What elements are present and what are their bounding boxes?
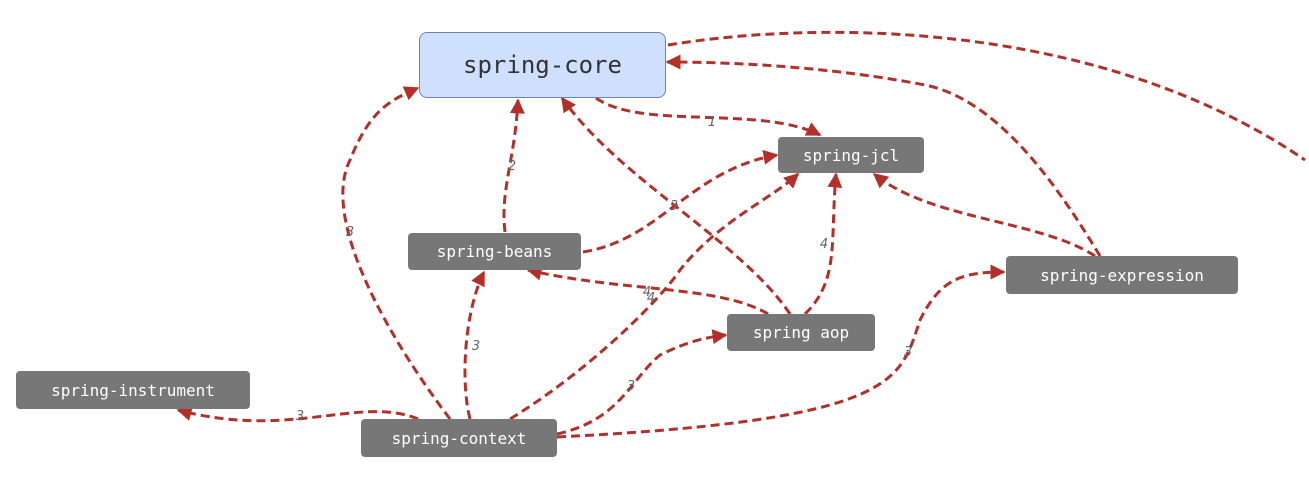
edge-label-context-to-expression: 3	[904, 345, 912, 360]
node-label: spring-context	[391, 428, 527, 448]
edge-label-core-to-jcl: 1	[708, 115, 716, 130]
edge-expression-to-jcl	[872, 172, 1096, 258]
edges-layer	[176, 30, 1306, 439]
edge-label-context-to-core: 3	[346, 225, 354, 240]
edge-label-context-to-instrument: 3	[296, 409, 304, 424]
edge-label-aop-to-jcl: 4	[820, 237, 828, 252]
edge-context-to-jcl	[509, 172, 800, 421]
node-label: spring-beans	[436, 242, 553, 261]
node-spring-instrument[interactable]: spring-instrument	[16, 371, 250, 409]
node-spring-context[interactable]: spring-context	[361, 419, 557, 457]
node-label: spring-jcl	[802, 145, 900, 165]
node-label: spring aop	[752, 323, 850, 342]
edge-context-to-beans	[463, 270, 486, 420]
edge-label-beans-to-core: 2	[508, 159, 516, 174]
edge-label-aop-to-core: 3	[670, 199, 678, 214]
edge-label-aop-to-beans: 4	[643, 285, 651, 300]
edge-context-to-aop	[556, 329, 728, 436]
edge-core-offscreen	[667, 30, 1306, 162]
edge-context-to-core	[341, 86, 452, 420]
edge-beans-to-jcl	[582, 149, 779, 254]
node-spring-expression[interactable]: spring-expression	[1006, 256, 1238, 294]
node-label: spring-expression	[1040, 265, 1204, 285]
edge-context-to-expression	[556, 264, 1006, 439]
edge-label-context-to-aop: 3	[627, 379, 635, 394]
edge-aop-to-beans	[526, 265, 769, 316]
edge-aop-to-jcl	[803, 172, 843, 316]
node-label: spring-core	[463, 51, 622, 79]
edge-aop-to-core	[560, 96, 792, 315]
edge-label-context-to-beans: 3	[472, 339, 480, 354]
node-spring-core[interactable]: spring-core	[419, 32, 666, 98]
node-spring-jcl[interactable]: spring-jcl	[778, 137, 924, 173]
node-label: spring-instrument	[51, 380, 215, 400]
edge-context-to-instrument	[176, 406, 419, 423]
node-spring-beans[interactable]: spring-beans	[408, 233, 581, 270]
edge-core-to-jcl	[595, 96, 822, 137]
node-spring-aop[interactable]: spring aop	[727, 314, 875, 351]
edge-label-context-to-jcl: 4	[647, 291, 655, 306]
edge-beans-to-core	[502, 98, 525, 233]
